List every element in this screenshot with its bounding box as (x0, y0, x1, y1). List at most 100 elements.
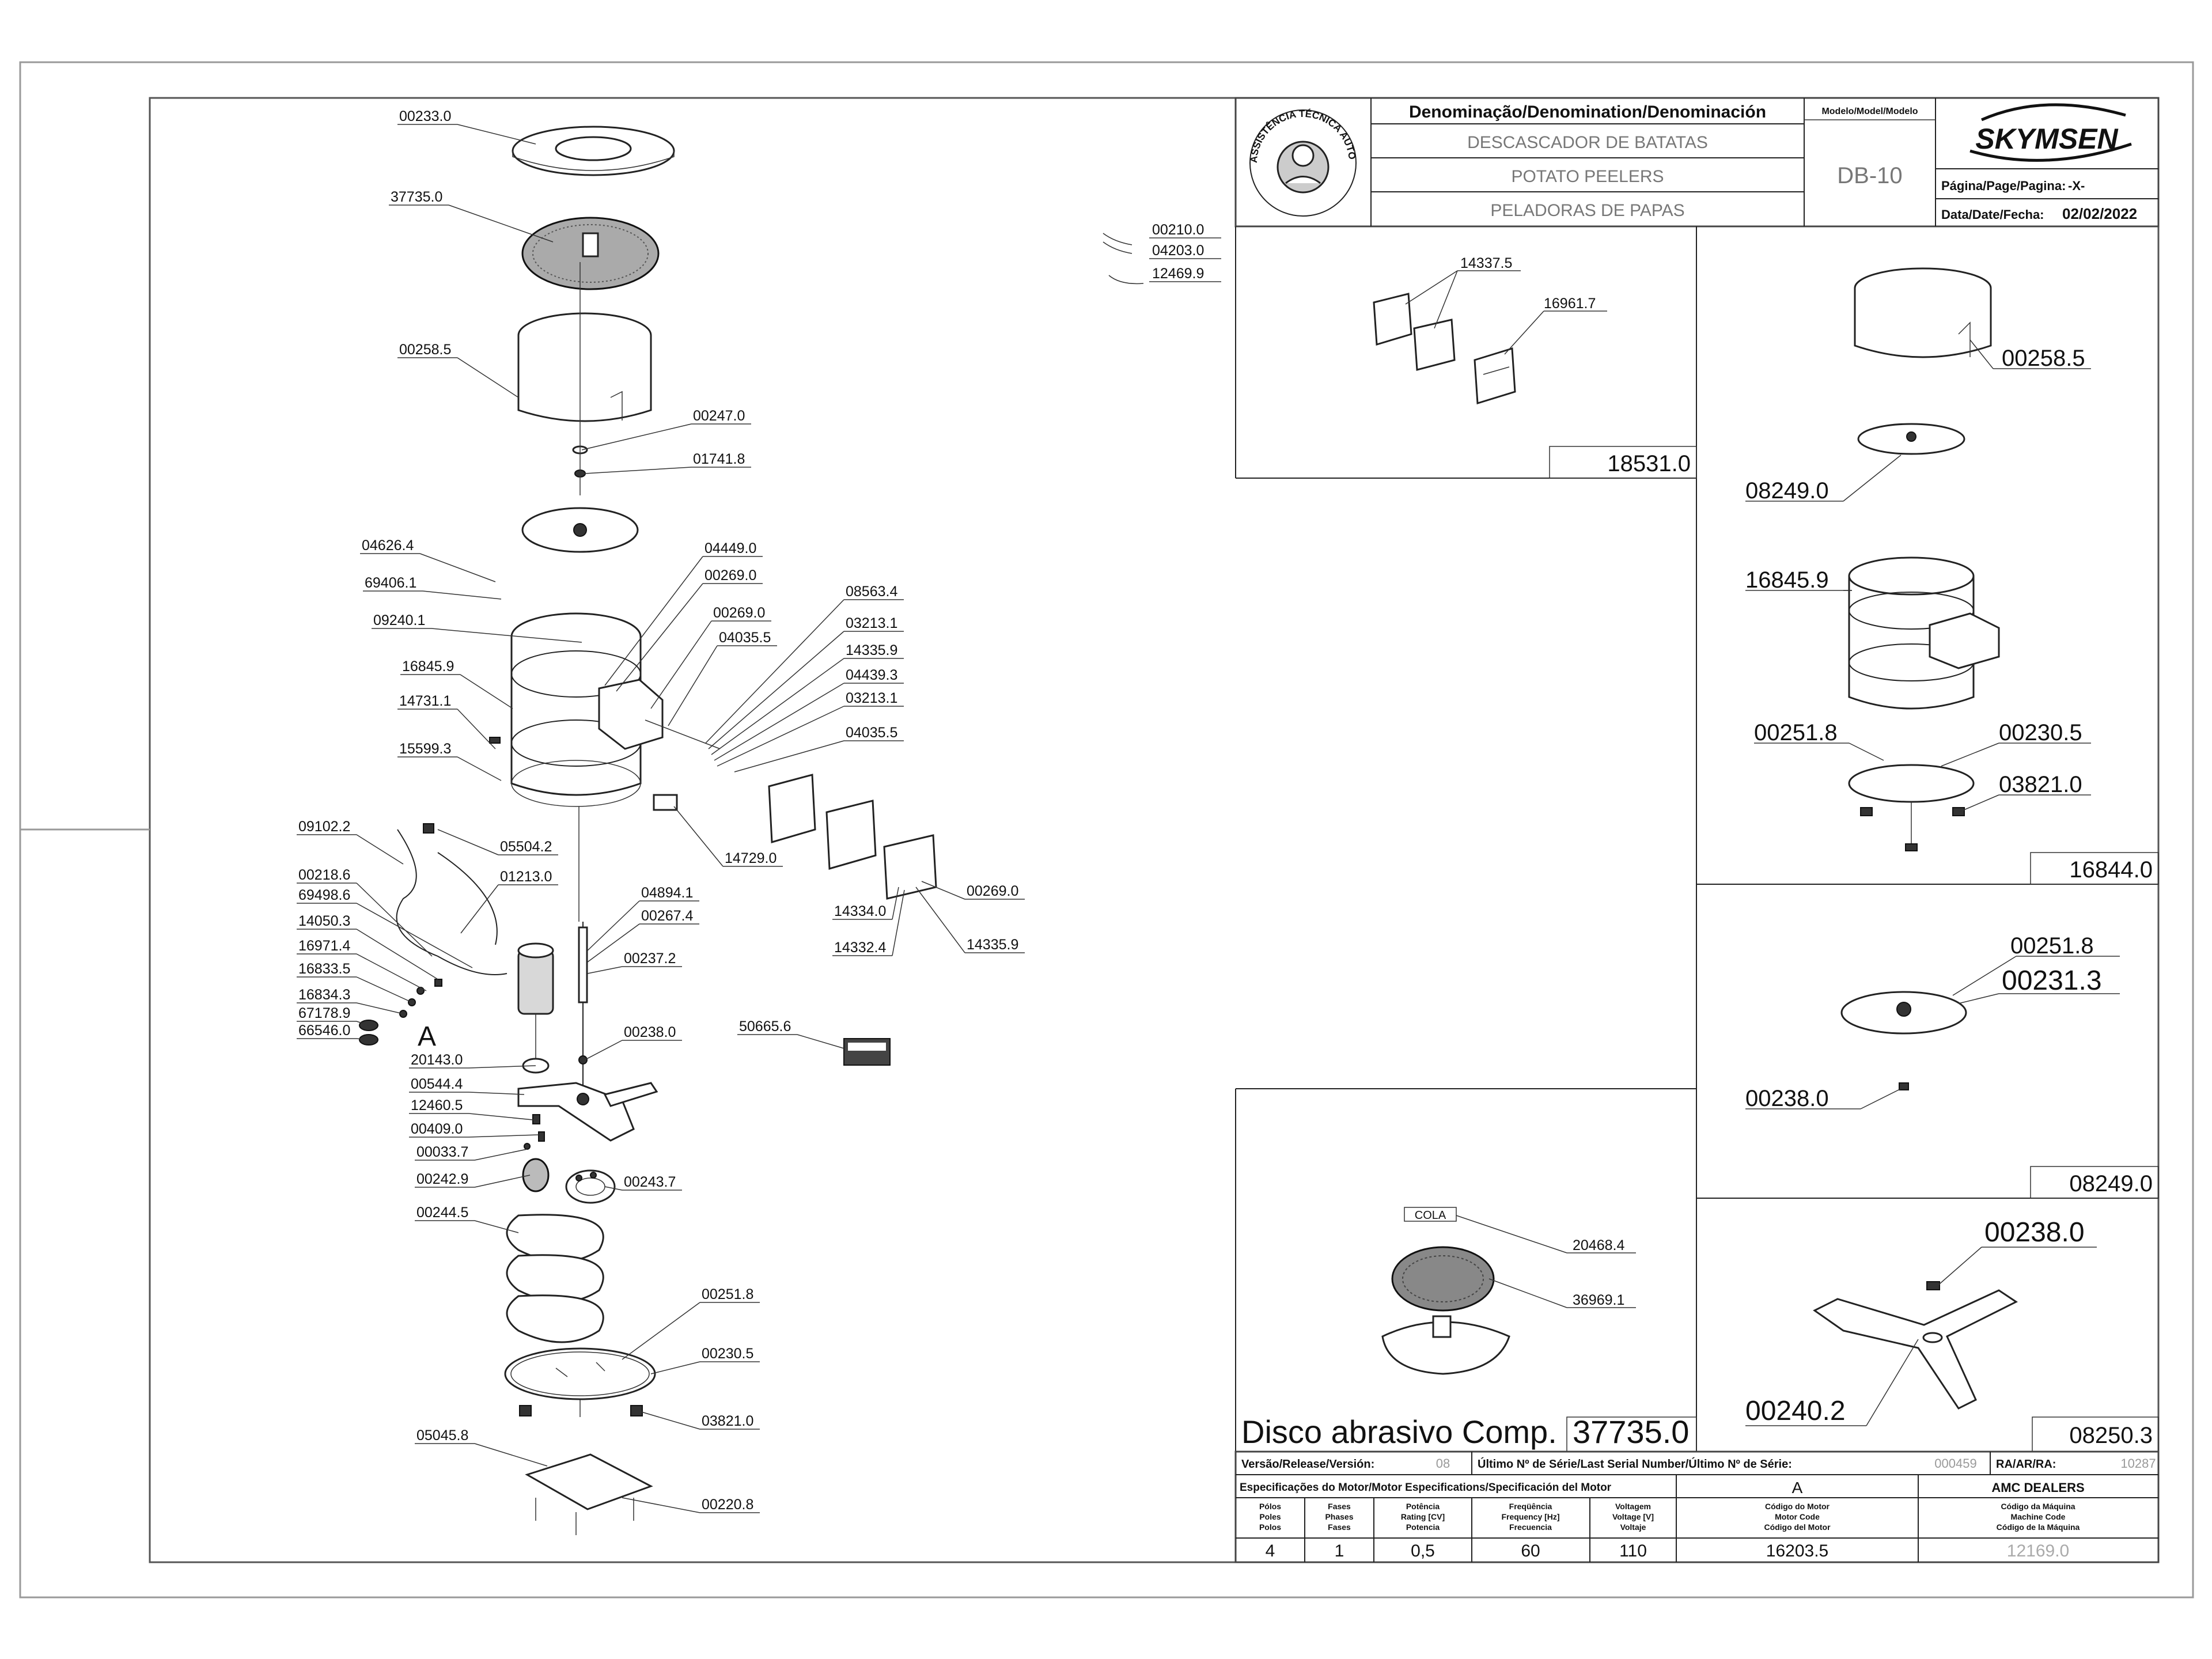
leader-line (356, 834, 404, 865)
svg-text:Rating [CV]: Rating [CV] (1401, 1512, 1445, 1521)
denomination-label: Denominação/Denomination/Denominación (1409, 103, 1766, 122)
model-label: Modelo/Model/Modelo (1821, 107, 1918, 116)
leader-line (356, 1002, 404, 1014)
leader-line (639, 1411, 700, 1430)
part-number-label: 00237.2 (624, 950, 676, 967)
part-number-label: 00258.5 (399, 342, 451, 358)
kit-16844-label-5: 03821.0 (1999, 772, 2082, 797)
leader-line (474, 1149, 528, 1161)
detail-panels (1235, 226, 2159, 1562)
kit-16844-label-2: 16845.9 (1745, 567, 1829, 593)
part-number-label: 00269.0 (713, 605, 765, 621)
svg-text:Voltagem: Voltagem (1615, 1502, 1651, 1511)
abrasive-disc-panel: COLA 20468.4 36969.1 Disco abrasivo Comp… (1241, 1207, 1689, 1450)
part-number-label: 00251.8 (702, 1286, 753, 1302)
leader-line (356, 929, 438, 980)
dealer: AMC DEALERS (1991, 1480, 2084, 1495)
page-label: Página/Page/Pagina: (1941, 179, 2066, 193)
leader-line (460, 674, 513, 709)
skymsen-logo: SKYMSEN (1969, 103, 2132, 162)
part-number-label: 67178.9 (298, 1005, 350, 1021)
leader-line (581, 423, 692, 450)
motor-poles: 4 (1266, 1541, 1275, 1560)
leader-line (356, 1038, 369, 1040)
part-number-label: 16834.3 (298, 987, 350, 1003)
kit-08249-code: 08249.0 (2069, 1171, 2153, 1196)
leader-line (734, 740, 844, 772)
date-value: 02/02/2022 (2062, 205, 2137, 222)
part-number-label: 69406.1 (365, 575, 416, 591)
leader-line (915, 887, 965, 953)
svg-text:Código do Motor: Código do Motor (1765, 1502, 1830, 1511)
kit-16844-label-3: 00251.8 (1754, 720, 1838, 745)
leader-line (584, 467, 692, 474)
leader-line (474, 1220, 519, 1233)
kit-16844-label-4: 00230.5 (1999, 720, 2082, 745)
leader-line (460, 884, 499, 934)
part-number-label: 37735.0 (391, 189, 442, 205)
leader-line (356, 903, 473, 968)
leader-line (892, 889, 905, 956)
part-number-label: 00242.9 (416, 1171, 468, 1187)
leader-line (584, 1040, 623, 1060)
disc-label-0: 20468.4 (1573, 1237, 1624, 1253)
part-number-label: 12460.5 (411, 1097, 463, 1113)
part-number-label: 04439.3 (846, 667, 897, 683)
leader-line (711, 658, 844, 755)
disc-panel-title: Disco abrasivo Comp. (1241, 1414, 1557, 1450)
svg-text:Potencia: Potencia (1406, 1522, 1440, 1532)
part-number-label: 04035.5 (846, 725, 897, 741)
leader-line (587, 966, 623, 974)
leader-line (650, 620, 712, 709)
leader-line (892, 887, 899, 920)
part-number-label: 04035.5 (719, 630, 771, 646)
seal-text: ASSISTÊNCIA TÉCNICA AUTORIZADA (0, 0, 1358, 163)
part-number-label: 03213.1 (846, 615, 897, 631)
part-number-label: 00269.0 (704, 567, 756, 584)
svg-text:ASSISTÊNCIA TÉCNICA AUTORIZADA: ASSISTÊNCIA TÉCNICA AUTORIZADA (0, 0, 1358, 163)
leader-line (622, 1302, 700, 1360)
part-number-label: 00247.0 (693, 408, 745, 424)
main-exploded-view: A (359, 126, 1144, 1535)
part-number-label: 00269.0 (967, 883, 1018, 899)
serial-label: Último Nº de Série/Last Serial Number/Úl… (1478, 1457, 1792, 1471)
version-label: Versão/Release/Versión: (1241, 1458, 1374, 1471)
machine-code: 12169.0 (2007, 1541, 2069, 1560)
part-number-label: 00544.4 (411, 1076, 463, 1092)
part-number-label: 00033.7 (416, 1144, 468, 1160)
part-number-label: 50665.6 (739, 1018, 791, 1035)
svg-text:Freqüência: Freqüência (1509, 1502, 1552, 1511)
authorized-service-seal: ASSISTÊNCIA TÉCNICA AUTORIZADA (0, 0, 1358, 217)
leader-line (468, 1113, 539, 1121)
leader-line (437, 829, 499, 855)
kit-16844-code: 16844.0 (2069, 857, 2153, 882)
part-number-label: 16971.4 (298, 938, 350, 954)
svg-text:Machine Code: Machine Code (2011, 1512, 2066, 1521)
part-number-label: 00233.0 (399, 108, 451, 124)
leader-line (356, 882, 433, 957)
svg-text:Código de la Máquina: Código de la Máquina (1997, 1522, 2080, 1532)
motor-phases: 1 (1335, 1541, 1344, 1560)
ra-label: RA/AR/RA: (1996, 1458, 2056, 1471)
motor-column-headers: Pólos Poles Polos Fases Phases Fases Pot… (1259, 1502, 2080, 1532)
part-number-label: 00267.4 (641, 908, 693, 924)
kit-18531-code: 18531.0 (1607, 451, 1691, 476)
svg-text:Fases: Fases (1328, 1522, 1351, 1532)
svg-text:Phases: Phases (1325, 1512, 1353, 1521)
page-value: -X- (2068, 179, 2085, 193)
kit-18531-label-0: 14337.5 (1460, 255, 1512, 271)
leader-line (714, 683, 844, 761)
part-number-label: 05504.2 (500, 839, 552, 855)
svg-text:Polos: Polos (1259, 1522, 1281, 1532)
part-number-label: 69498.6 (298, 887, 350, 903)
version-value: 08 (1436, 1456, 1450, 1471)
kit-16844-label-0: 00258.5 (2002, 346, 2085, 371)
leader-line (717, 706, 844, 767)
svg-text:Frecuencia: Frecuencia (1509, 1522, 1552, 1532)
part-number-label: 09102.2 (298, 819, 350, 835)
motor-voltage: 110 (1619, 1541, 1647, 1560)
leader-line (457, 709, 496, 749)
part-number-label: 14335.9 (967, 937, 1018, 953)
disc-label-1: 36969.1 (1573, 1292, 1624, 1308)
part-number-label: 14332.4 (834, 940, 886, 956)
